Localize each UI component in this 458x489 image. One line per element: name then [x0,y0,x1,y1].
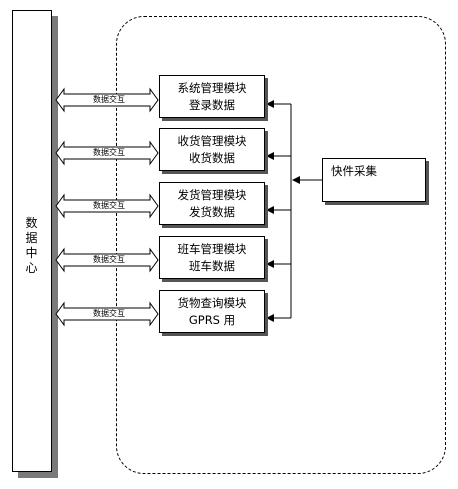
data-center-char: 中 [25,246,39,260]
data-center-char: 数 [25,216,39,230]
module-title: 系统管理模块 [177,81,247,95]
module-title: 收货管理模块 [177,134,247,148]
exchange-label: 数据交互 [93,95,125,104]
module-receiving-management: 收货管理模块 收货数据 [159,128,265,171]
exchange-label: 数据交互 [93,148,125,157]
exchange-arrow [55,193,159,219]
express-collection-box: 快件采集 [322,158,426,202]
module-cargo-query: 货物查询模块 GPRS 用 [159,290,265,333]
exchange-label: 数据交互 [93,309,125,318]
exchange-label: 数据交互 [93,255,125,264]
data-center-char: 心 [25,261,39,275]
exchange-label: 数据交互 [93,201,125,210]
module-title: 货物查询模块 [177,296,247,310]
system-boundary [116,16,446,474]
module-shuttle-management: 班车管理模块 班车数据 [159,236,265,279]
data-center-bar: 数 据 中 心 [12,10,52,472]
module-subtitle: 班车数据 [189,259,235,273]
exchange-arrow [55,301,159,327]
module-subtitle: 收货数据 [189,151,235,165]
module-subtitle: 发货数据 [189,205,235,219]
exchange-arrow [55,247,159,273]
module-title: 班车管理模块 [177,242,247,256]
module-title: 发货管理模块 [177,188,247,202]
data-center-label: 数 据 中 心 [13,216,51,276]
module-shipping-management: 发货管理模块 发货数据 [159,182,265,225]
module-system-management: 系统管理模块 登录数据 [159,75,265,118]
module-subtitle: 登录数据 [189,98,235,112]
exchange-arrow [55,87,159,113]
collector-label: 快件采集 [331,164,377,178]
data-center-char: 据 [25,231,39,245]
exchange-arrow [55,140,159,166]
module-subtitle: GPRS 用 [188,313,236,327]
